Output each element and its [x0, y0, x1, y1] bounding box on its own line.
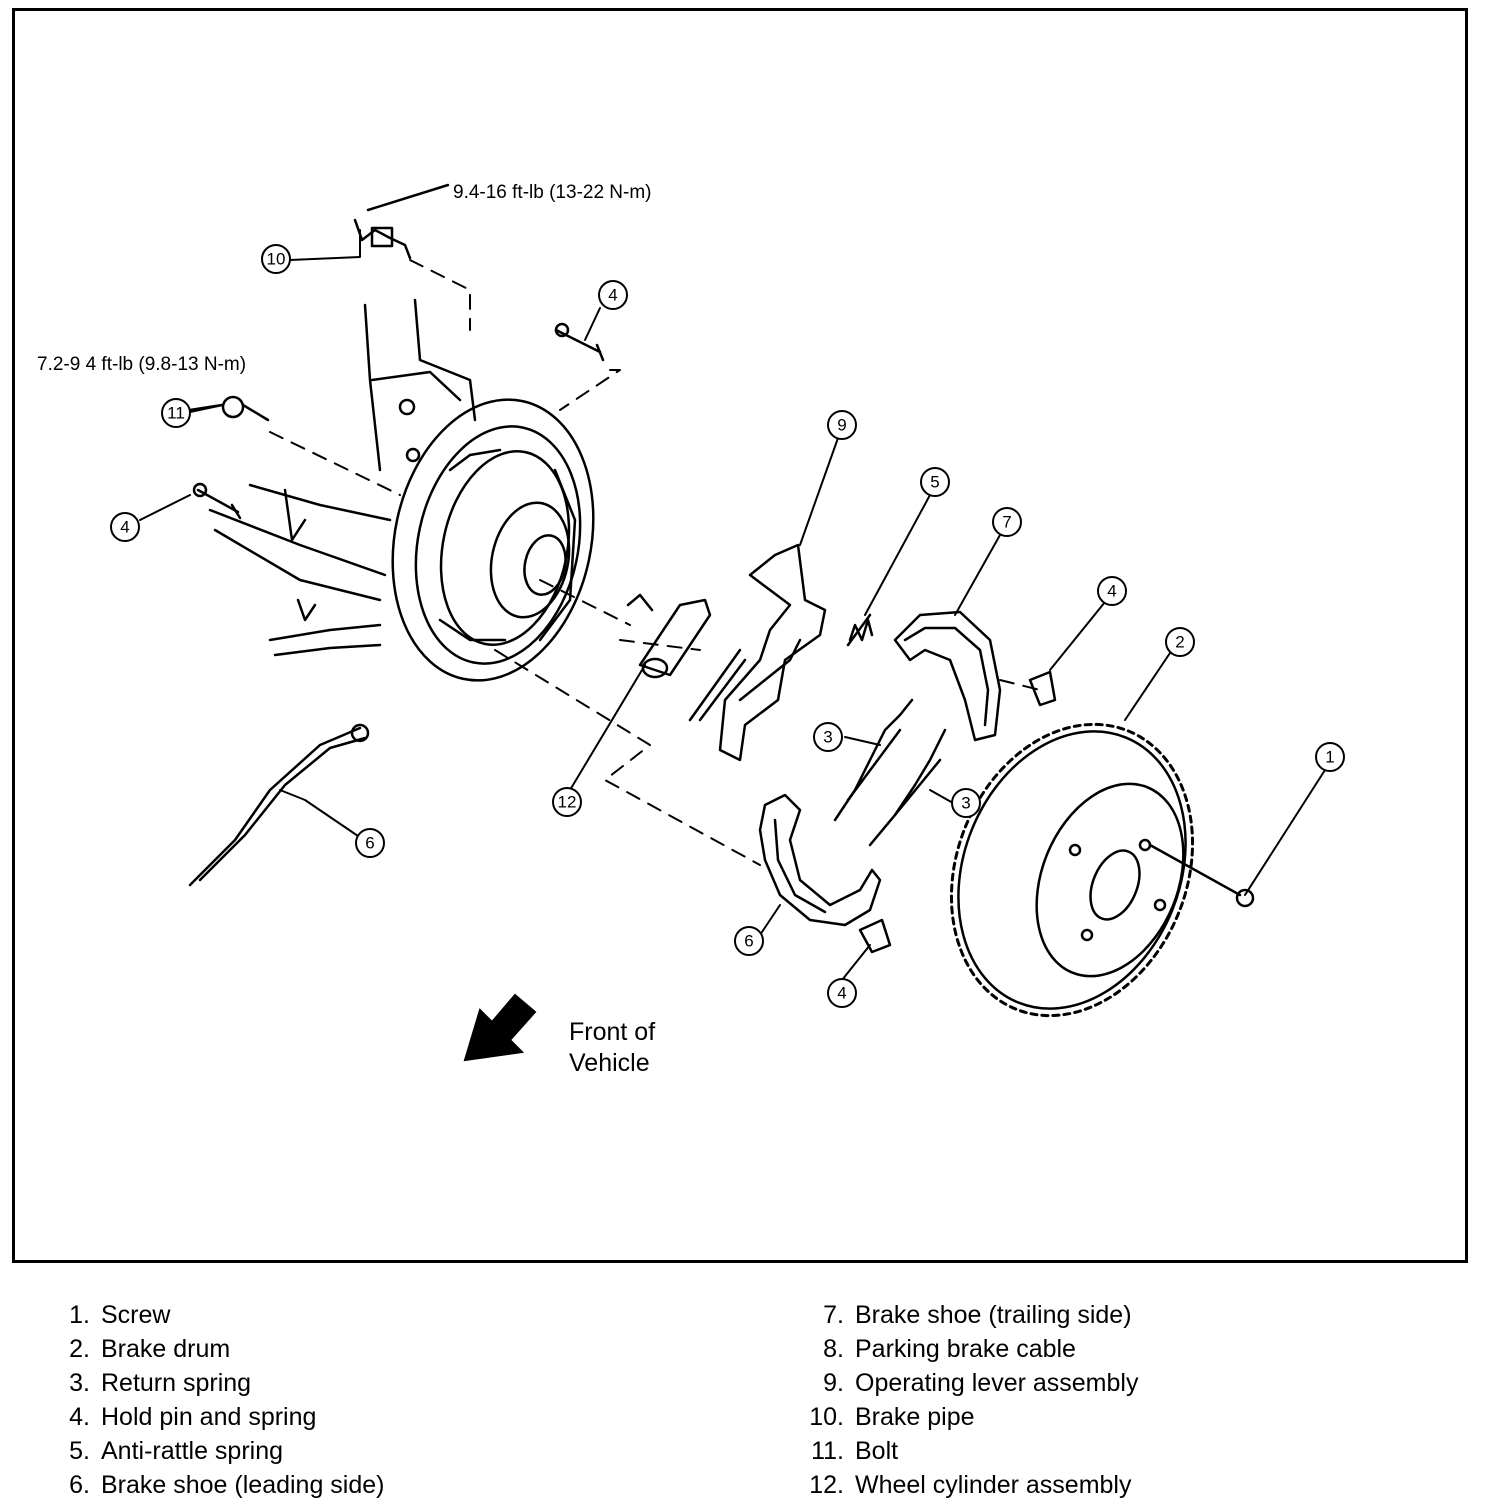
callout-3a: 3 [823, 728, 832, 747]
callout-1: 1 [1325, 748, 1334, 767]
callout-4b: 4 [120, 518, 129, 537]
legend-item: 8.Parking brake cable [823, 1335, 1076, 1363]
callout-circle-6b [734, 926, 764, 956]
bolt-part [188, 395, 270, 422]
callout-circle-2 [1165, 627, 1195, 657]
legend-item: 12.Wheel cylinder assembly [809, 1471, 1132, 1499]
callout-circle-7 [992, 507, 1022, 537]
legend-item: 6.Brake shoe (leading side) [69, 1471, 385, 1499]
front-arrow-icon [463, 993, 537, 1062]
callout-9: 9 [837, 416, 846, 435]
callout-circle-4d [827, 978, 857, 1008]
callout-circle-9 [827, 410, 857, 440]
legend-item: 11.Bolt [811, 1437, 899, 1465]
callout-circle-11 [161, 398, 191, 428]
callout-circle-1 [1315, 742, 1345, 772]
callout-circle-3a [813, 722, 843, 752]
screw-part [1148, 843, 1255, 908]
hold-pin-top [554, 322, 605, 362]
explode-lines [269, 259, 1041, 866]
operating-lever [688, 543, 827, 762]
callout-12: 12 [558, 793, 577, 812]
legend-item: 5.Anti-rattle spring [69, 1437, 284, 1465]
callout-6b: 6 [744, 932, 753, 951]
return-spring-a [833, 698, 914, 822]
return-spring-b [868, 728, 947, 847]
callout-5: 5 [930, 473, 939, 492]
callout-leaders [139, 229, 1326, 981]
brake-pipe-fitting [353, 183, 450, 260]
callout-circle-12 [552, 787, 582, 817]
callout-circle-10 [261, 244, 291, 274]
legend-item: 1.Screw [69, 1301, 171, 1329]
parking-brake-cable [188, 723, 370, 887]
diagram-frame [12, 8, 1468, 1263]
legend-right-column: 7.Brake shoe (trailing side) 8.Parking b… [800, 1298, 1138, 1502]
brake-shoe-leading [758, 793, 882, 927]
hold-pin-cup-right [1028, 670, 1057, 707]
callout-7: 7 [1002, 513, 1011, 532]
callout-11: 11 [167, 404, 185, 423]
axle-housing [208, 298, 477, 657]
legend-item: 2.Brake drum [69, 1335, 231, 1363]
legend-item: 7.Brake shoe (trailing side) [823, 1301, 1132, 1329]
hold-pin-cup-lower [858, 918, 892, 954]
hold-pin-left [192, 482, 242, 520]
front-label-line2: Vehicle [569, 1049, 650, 1077]
legend-item: 10.Brake pipe [809, 1403, 975, 1431]
callout-circle-4c [1097, 576, 1127, 606]
legend-left-column: 1.Screw 2.Brake drum 3.Return spring 4.H… [46, 1298, 385, 1502]
callout-10: 10 [267, 250, 286, 269]
brake-drum [949, 722, 1195, 1018]
legend-item: 3.Return spring [69, 1369, 252, 1397]
callout-circle-5 [920, 467, 950, 497]
callout-3b: 3 [961, 794, 970, 813]
callout-circle-3b [951, 788, 981, 818]
callout-circle-4a [598, 280, 628, 310]
callout-circle-6a [355, 828, 385, 858]
callout-2: 2 [1175, 633, 1184, 652]
anti-rattle-spring [846, 613, 874, 647]
legend-item: 4.Hold pin and spring [69, 1403, 317, 1431]
callout-4a: 4 [608, 286, 617, 305]
wheel-cylinder [626, 593, 712, 679]
brake-shoe-trailing [893, 610, 1002, 742]
torque-bolt: 7.2-9 4 ft-lb (9.8-13 N-m) [37, 354, 246, 375]
legend-item: 9.Operating lever assembly [823, 1369, 1139, 1397]
front-label-line1: Front of [569, 1018, 655, 1046]
backing-plate [391, 398, 595, 682]
callout-4d: 4 [837, 984, 846, 1003]
brake-exploded-diagram: 9.4-16 ft-lb (13-22 N-m) 7.2-9 4 ft-lb (… [37, 182, 1345, 1077]
callout-circle-4b [110, 512, 140, 542]
callout-4c: 4 [1107, 582, 1116, 601]
torque-brake-pipe: 9.4-16 ft-lb (13-22 N-m) [453, 182, 652, 203]
callout-6a: 6 [365, 834, 374, 853]
